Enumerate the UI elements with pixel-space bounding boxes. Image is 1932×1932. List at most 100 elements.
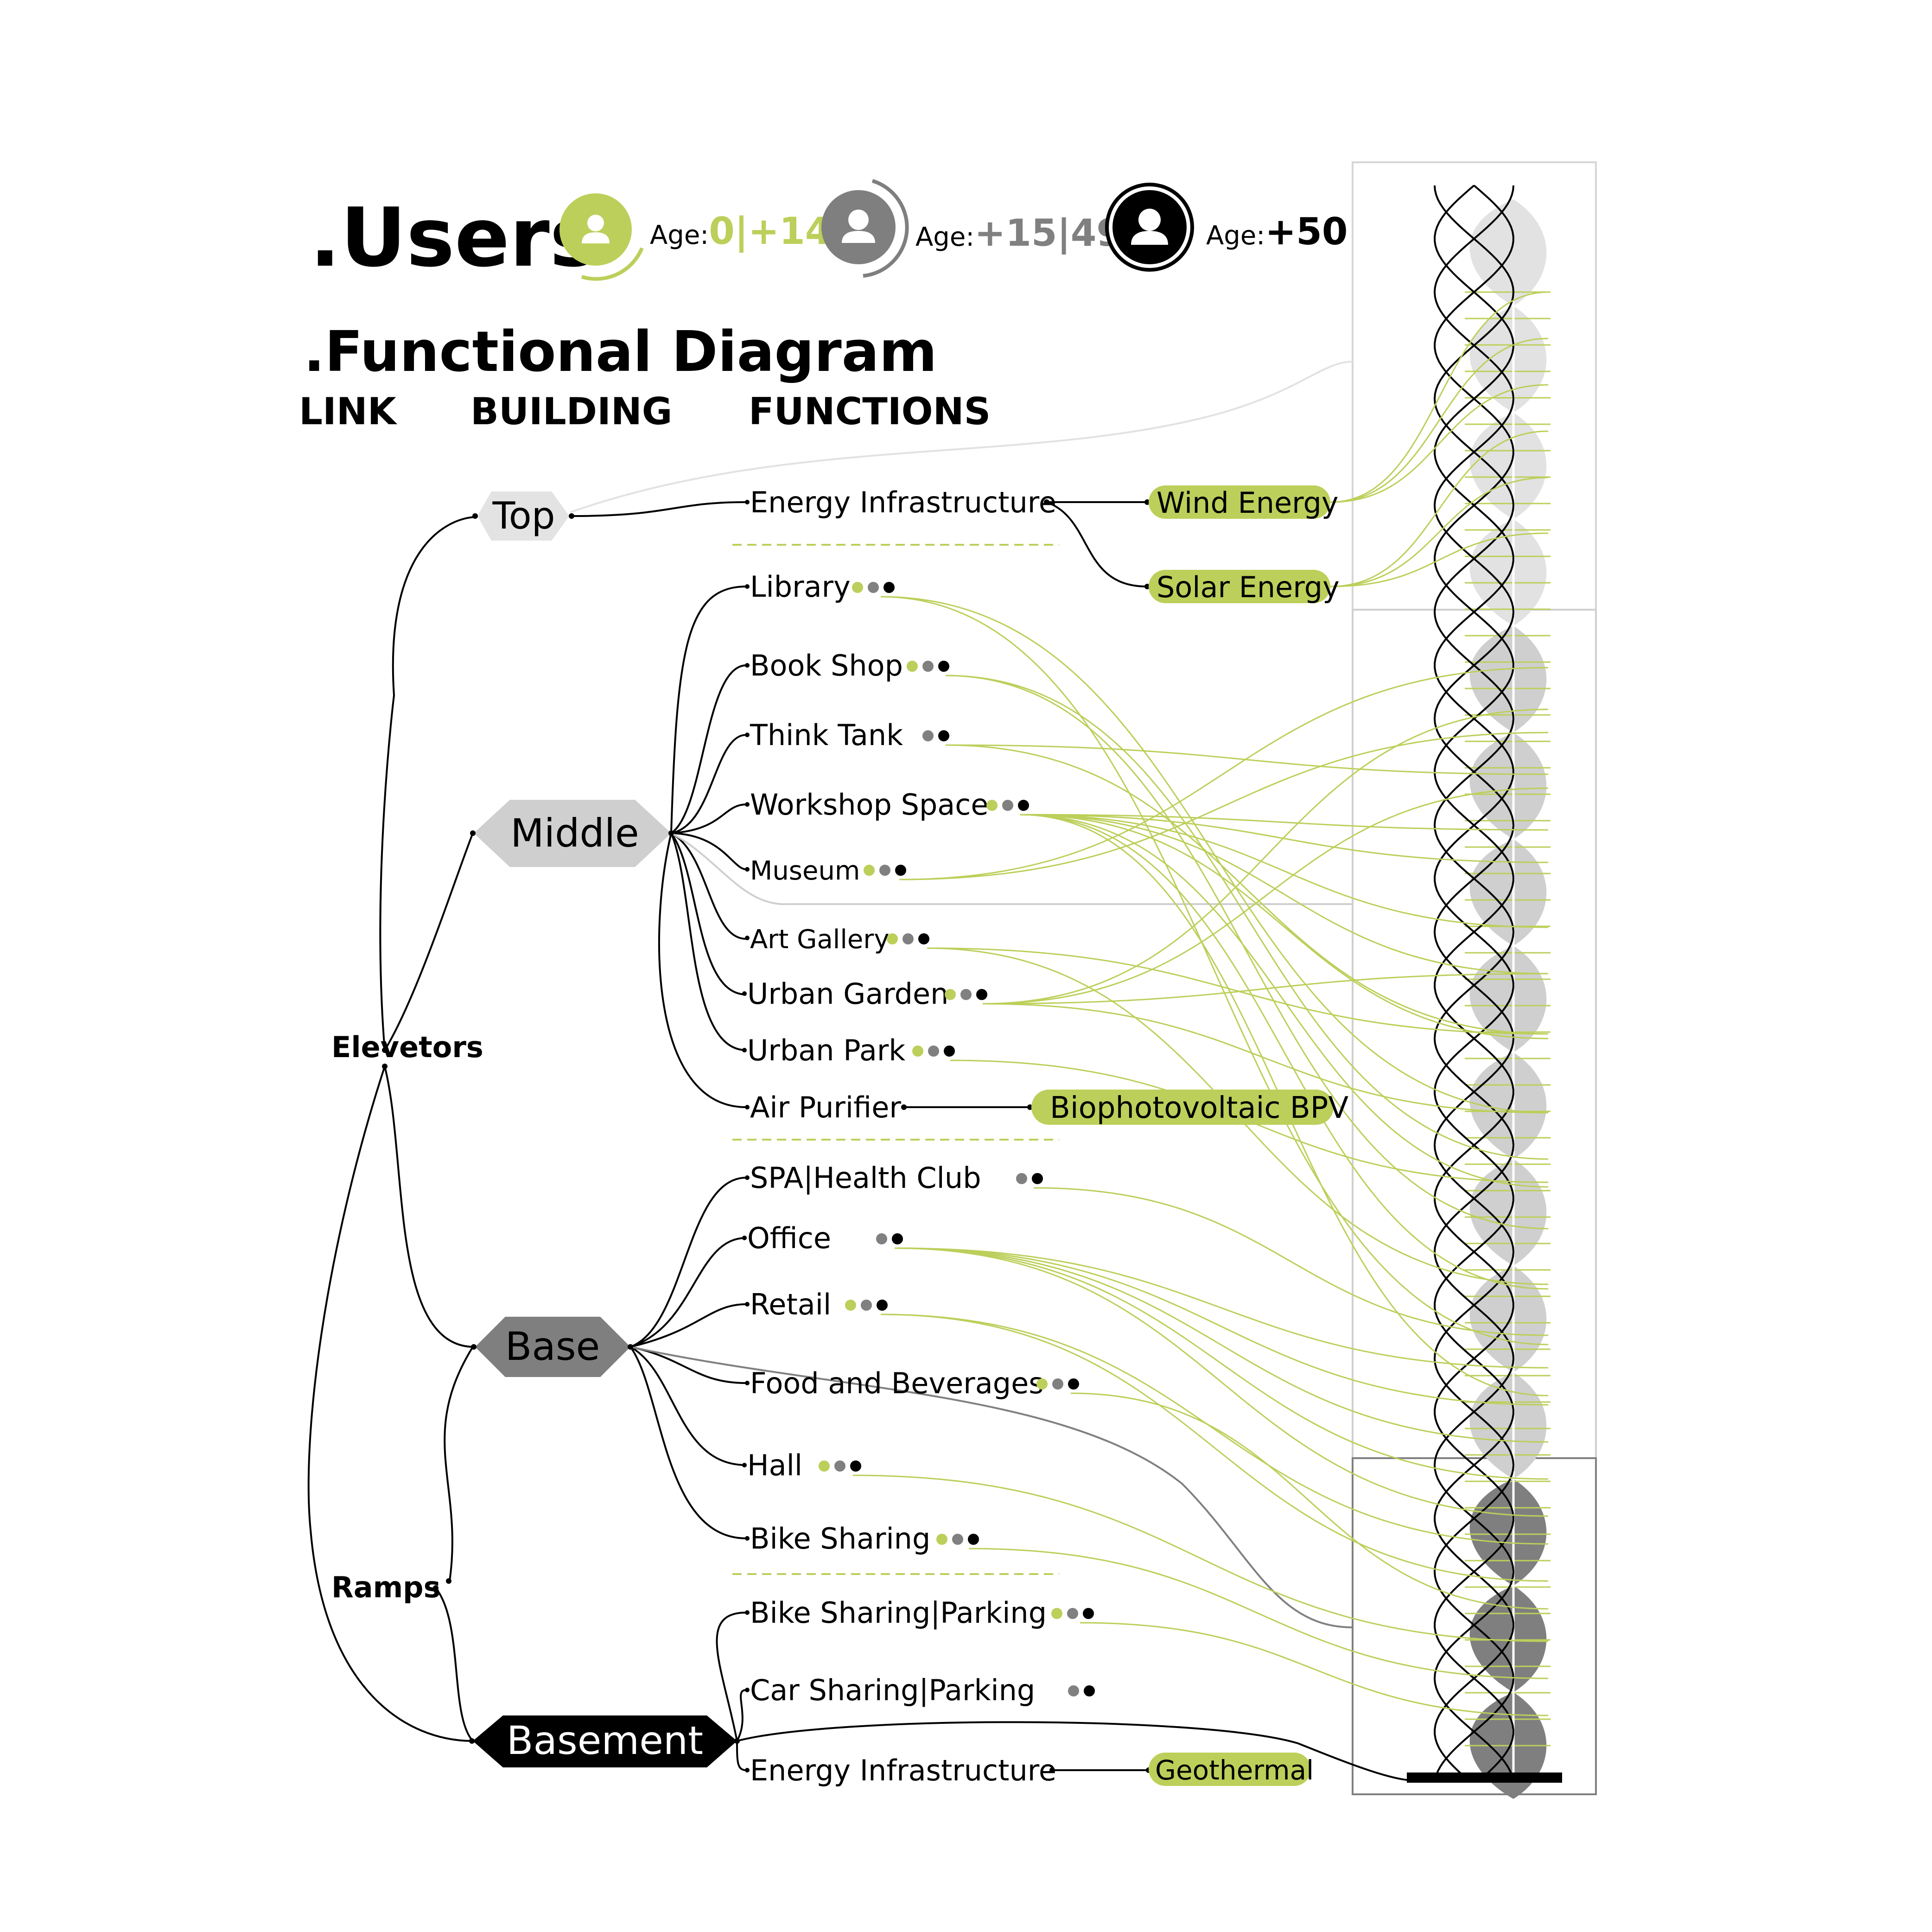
column-header-link: LINK: [299, 390, 398, 433]
adult-user-dot: [1052, 1378, 1063, 1390]
function-item-middle-7[interactable]: Urban Park: [742, 1033, 955, 1067]
senior-user-dot: [895, 865, 906, 876]
connection-dot: [745, 733, 750, 737]
connection-dots: [382, 499, 1151, 1773]
distribution-curve: [968, 1548, 1549, 1679]
level-top-label: Top: [492, 494, 555, 537]
function-item-basement-0[interactable]: Bike Sharing|Parking: [745, 1596, 1094, 1630]
connection-dot: [745, 936, 750, 940]
function-label: Food and Beverages: [750, 1366, 1044, 1400]
level-base[interactable]: Base: [475, 1317, 630, 1377]
distribution-curve: [1080, 1622, 1549, 1716]
distribution-curve: [945, 675, 1549, 1160]
function-item-middle-3[interactable]: Workshop Space: [745, 788, 1029, 822]
function-item-base-1[interactable]: Office: [742, 1221, 903, 1255]
function-item-middle-2[interactable]: Think Tank: [745, 718, 949, 752]
level-basement[interactable]: Basement: [473, 1715, 737, 1767]
line-elevators-basement: [307, 1066, 473, 1742]
distribution-curve: [1033, 1187, 1549, 1336]
level-top[interactable]: Top: [477, 491, 569, 541]
function-item-top-0[interactable]: Energy Infrastructure: [745, 485, 1056, 519]
connection-dot: [745, 1381, 750, 1385]
function-item-base-5[interactable]: Bike Sharing: [745, 1522, 979, 1556]
function-label: Library: [750, 570, 851, 604]
level-middle-label: Middle: [510, 810, 639, 856]
distribution-curve: [1330, 532, 1549, 587]
connection-dot: [745, 1768, 750, 1773]
tag-biophotovoltaic-label: Biophotovoltaic BPV: [1050, 1091, 1348, 1125]
function-label: Retail: [750, 1288, 831, 1321]
distribution-curve: [1330, 291, 1549, 503]
child-user-dot: [887, 933, 898, 944]
function-item-middle-6[interactable]: Urban Garden: [742, 977, 987, 1011]
tower-ground-slab: [1407, 1773, 1562, 1783]
distribution-curve: [1330, 477, 1549, 587]
function-item-base-0[interactable]: SPA|Health Club: [745, 1161, 1043, 1195]
function-label: Urban Park: [747, 1033, 905, 1067]
tower-leaf: [1469, 306, 1547, 413]
adult-user-dot: [1067, 1608, 1078, 1619]
function-item-base-3[interactable]: Food and Beverages: [745, 1366, 1079, 1400]
tower-leaf: [1469, 1372, 1547, 1479]
function-label: Urban Garden: [747, 977, 948, 1011]
function-item-basement-1[interactable]: Car Sharing|Parking: [745, 1673, 1095, 1708]
function-label: Energy Infrastructure: [750, 1753, 1056, 1787]
line-middle-tower: [671, 832, 1353, 905]
senior-user-dot: [1083, 1608, 1094, 1619]
line-elevators-middle: [384, 833, 474, 1051]
senior-user-dot: [938, 661, 949, 672]
function-item-middle-1[interactable]: Book Shop: [745, 649, 949, 682]
tower-leaf: [1469, 626, 1547, 733]
function-label: Bike Sharing|Parking: [750, 1596, 1047, 1630]
adult-user-dot: [952, 1534, 963, 1545]
function-label: Museum: [750, 856, 860, 886]
tower-helix-strand: [1434, 185, 1514, 1777]
senior-user-dot: [1068, 1378, 1079, 1390]
function-label: Art Gallery: [750, 925, 890, 955]
connection-dot: [745, 1302, 750, 1307]
adult-user-dot: [928, 1046, 939, 1057]
distribution-curve: [880, 596, 1549, 1345]
function-item-middle-0[interactable]: Library: [745, 570, 895, 604]
senior-user-dot: [892, 1233, 903, 1244]
tag-biophotovoltaic[interactable]: Biophotovoltaic BPV: [1031, 1090, 1348, 1125]
tower-helix-strand: [1433, 185, 1515, 1776]
distribution-curve: [899, 667, 1549, 880]
link-label-elevators: Elevetors: [331, 1030, 483, 1064]
function-item-base-4[interactable]: Hall: [742, 1448, 861, 1482]
function-item-middle-5[interactable]: Art Gallery: [745, 925, 929, 955]
function-item-middle-8[interactable]: Air Purifier: [745, 1090, 901, 1124]
senior-user-dot: [938, 730, 949, 741]
level-middle[interactable]: Middle: [474, 800, 671, 867]
function-item-base-2[interactable]: Retail: [745, 1288, 888, 1321]
function-label: Energy Infrastructure: [750, 485, 1056, 519]
tower-helix-strand: [1433, 185, 1515, 1776]
tag-solar-energy[interactable]: Solar Energy: [1149, 570, 1340, 604]
tower-leaf: [1469, 839, 1547, 946]
function-item-basement-2[interactable]: Energy Infrastructure: [745, 1753, 1056, 1787]
tower-leaf: [1469, 733, 1547, 839]
distribution-curve: [1330, 338, 1549, 503]
level-basement-label: Basement: [507, 1718, 703, 1763]
line-ramps-basement: [435, 1587, 474, 1742]
distribution-curve: [945, 744, 1549, 1035]
adult-user-dot: [902, 933, 914, 944]
connection-dot: [745, 1536, 750, 1541]
user-group-child-icon: [559, 193, 644, 281]
distribution-curve: [1330, 430, 1549, 587]
level-separators: [732, 544, 1059, 1575]
child-user-dot: [852, 582, 863, 593]
function-label: Air Purifier: [750, 1090, 901, 1124]
senior-user-dot: [944, 1046, 955, 1057]
distribution-curve: [1019, 814, 1549, 1188]
child-user-dot: [845, 1300, 856, 1311]
age-label-senior: Age:+50: [1206, 210, 1348, 253]
tag-wind-energy[interactable]: Wind Energy: [1149, 485, 1339, 520]
line-base-tower: [630, 1346, 1353, 1628]
connection-dot: [742, 1463, 747, 1467]
function-item-middle-4[interactable]: Museum: [745, 856, 906, 886]
tag-geothermal[interactable]: Geothermal: [1149, 1753, 1314, 1786]
tag-geothermal-label: Geothermal: [1155, 1754, 1314, 1786]
column-header-functions: FUNCTIONS: [749, 390, 991, 433]
